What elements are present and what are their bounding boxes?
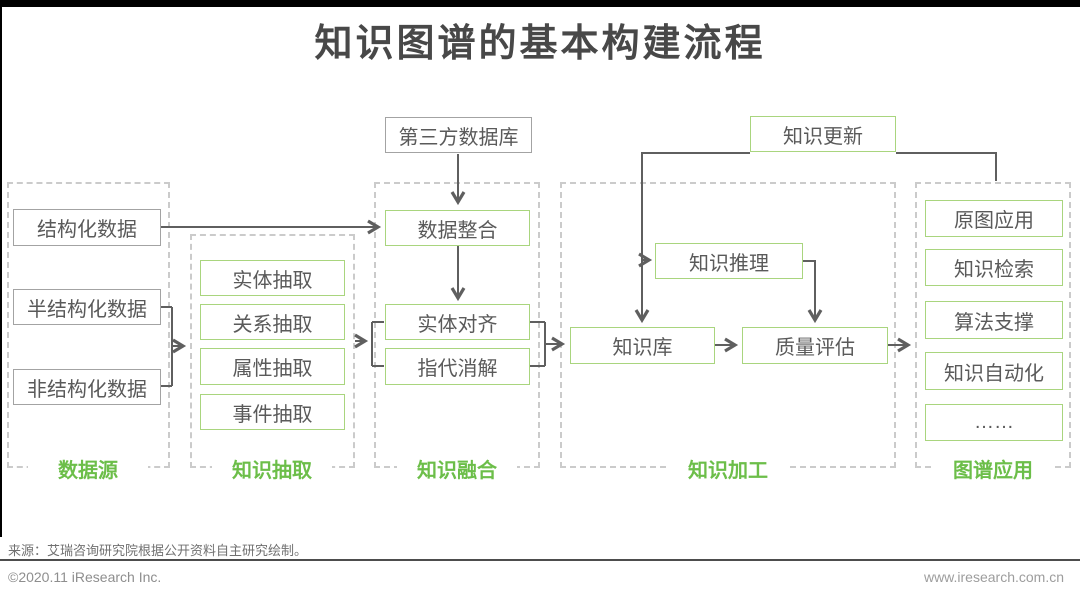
- label-knowledge-processing: 知识加工: [668, 458, 788, 484]
- node-structured-data: 结构化数据: [13, 209, 161, 246]
- node-algorithm-support: 算法支撑: [925, 301, 1063, 339]
- node-knowledge-reasoning: 知识推理: [655, 243, 803, 279]
- label-data-source: 数据源: [28, 458, 148, 484]
- node-entity-extraction: 实体抽取: [200, 260, 345, 296]
- footer-divider: [0, 559, 1080, 561]
- node-attribute-extraction: 属性抽取: [200, 348, 345, 385]
- node-ellipsis: ……: [925, 404, 1063, 441]
- node-event-extraction: 事件抽取: [200, 394, 345, 430]
- node-knowledge-base: 知识库: [570, 327, 715, 364]
- label-knowledge-fusion: 知识融合: [397, 458, 517, 484]
- node-quality-evaluation: 质量评估: [742, 327, 888, 364]
- label-graph-application: 图谱应用: [933, 458, 1053, 484]
- page-title: 知识图谱的基本构建流程: [314, 23, 766, 65]
- node-knowledge-automation: 知识自动化: [925, 352, 1063, 390]
- node-data-integration: 数据整合: [385, 210, 530, 246]
- connector-update-to-application: [896, 152, 997, 181]
- source-note: 来源：艾瑞咨询研究院根据公开资料自主研究绘制。: [8, 543, 308, 558]
- copyright-text: ©2020.11 iResearch Inc.: [8, 569, 162, 585]
- top-black-bar: [0, 0, 1080, 7]
- node-entity-alignment: 实体对齐: [385, 304, 530, 340]
- node-relation-extraction: 关系抽取: [200, 304, 345, 340]
- node-knowledge-update: 知识更新: [750, 116, 896, 152]
- node-coreference-resolution: 指代消解: [385, 348, 530, 385]
- label-knowledge-extraction: 知识抽取: [212, 458, 332, 484]
- left-black-edge: [0, 7, 2, 537]
- node-original-graph-application: 原图应用: [925, 200, 1063, 237]
- group-knowledge-processing: [560, 182, 896, 468]
- website-text: www.iresearch.com.cn: [923, 569, 1064, 585]
- node-third-party-database: 第三方数据库: [385, 117, 532, 153]
- node-unstructured-data: 非结构化数据: [13, 369, 161, 405]
- node-knowledge-retrieval: 知识检索: [925, 249, 1063, 286]
- node-semi-structured-data: 半结构化数据: [13, 289, 161, 325]
